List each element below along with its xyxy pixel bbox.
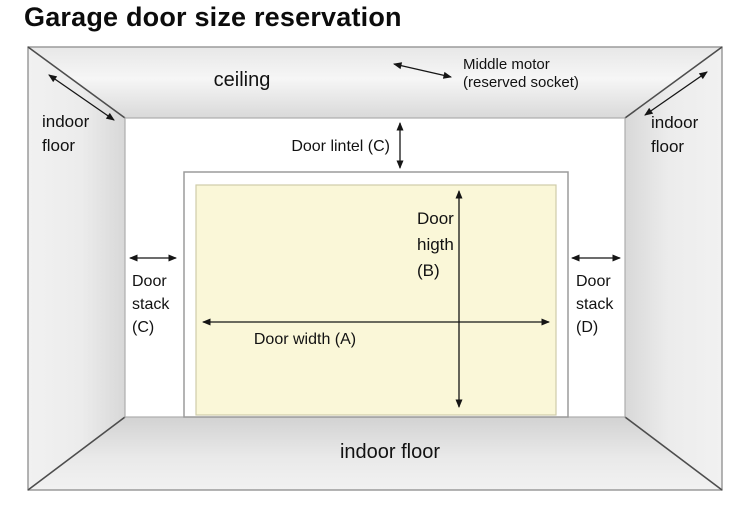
ceiling-surface [28, 47, 722, 118]
garage-door-panel [195, 184, 557, 416]
page-title: Garage door size reservation [24, 2, 402, 32]
door-stack-left-label: Door stack (C) [132, 270, 169, 339]
door-height-line2: higth [417, 235, 454, 254]
door-height-line1: Door [417, 209, 454, 228]
indoor-floor-left-label: indoor floor [42, 110, 89, 158]
indoor-floor-left-line1: indoor [42, 112, 90, 131]
floor-surface [28, 417, 722, 490]
indoor-floor-left-line2: floor [42, 136, 76, 155]
middle-motor-label: Middle motor (reserved socket) [463, 56, 579, 92]
door-height-line3: (B) [417, 261, 440, 280]
indoor-floor-right-arrow [644, 71, 708, 116]
room-outer-frame [27, 46, 723, 491]
ceiling-label: ceiling [213, 69, 271, 91]
indoor-floor-right-label: indoor floor [651, 111, 698, 159]
door-width-label: Door width (A) [253, 331, 357, 348]
middle-motor-label-line2: (reserved socket) [463, 74, 579, 91]
middle-motor-arrow [393, 62, 452, 79]
door-stack-left-line2: stack [132, 296, 170, 313]
door-stack-left-line3: (C) [132, 319, 155, 336]
middle-motor-label-line1: Middle motor [463, 56, 550, 73]
indoor-floor-right-line2: floor [651, 137, 685, 156]
door-stack-left-line1: Door [132, 273, 167, 290]
indoor-floor-right-line1: indoor [651, 113, 699, 132]
door-stack-right-line3: (D) [576, 319, 599, 336]
indoor-floor-bottom-label: indoor floor [339, 441, 441, 463]
door-stack-right-line1: Door [576, 273, 611, 290]
door-height-label: Door higth (B) [417, 206, 454, 284]
bottom-right-corner-line [624, 416, 723, 491]
door-stack-right-line2: stack [576, 296, 614, 313]
right-wall-surface [625, 47, 722, 490]
door-stack-right-label: Door stack (D) [576, 270, 613, 339]
indoor-floor-left-arrow [48, 74, 115, 121]
left-wall-surface [28, 47, 125, 490]
bottom-left-corner-line [27, 416, 126, 491]
door-lintel-label: Door lintel (C) [291, 138, 390, 155]
